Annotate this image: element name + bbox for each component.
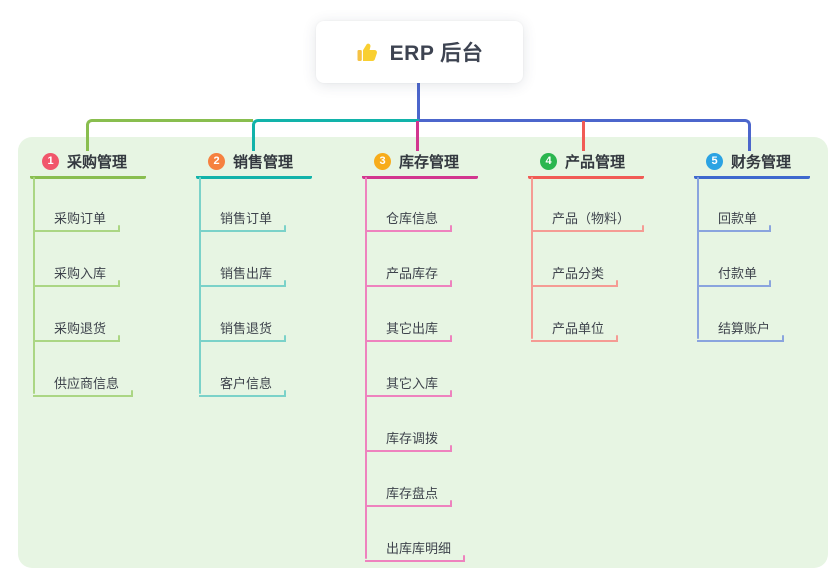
child-label: 产品分类 — [552, 266, 605, 281]
child-label: 产品单位 — [552, 321, 605, 336]
connector-drop-branch-4 — [582, 121, 585, 151]
branch-title[interactable]: 2 销售管理 — [196, 149, 312, 179]
line-end-tick — [118, 280, 121, 287]
child-node[interactable]: 供应商信息 — [33, 366, 134, 397]
child-label: 采购退货 — [54, 321, 107, 336]
child-label: 销售退货 — [220, 321, 273, 336]
child-node[interactable]: 产品单位 — [531, 311, 619, 342]
line-end-tick — [284, 335, 287, 342]
child-label: 回款单 — [718, 211, 758, 226]
root-node[interactable]: ERP 后台 — [316, 21, 523, 83]
child-node[interactable]: 库存调拨 — [365, 421, 453, 452]
child-node[interactable]: 采购退货 — [33, 311, 121, 342]
child-label: 仓库信息 — [386, 211, 439, 226]
branch-title[interactable]: 3 库存管理 — [362, 149, 478, 179]
line-end-tick — [616, 280, 619, 287]
child-label: 其它入库 — [386, 376, 439, 391]
line-end-tick — [782, 335, 785, 342]
child-node[interactable]: 产品（物料） — [531, 201, 645, 232]
child-node[interactable]: 采购入库 — [33, 256, 121, 287]
line-end-tick — [769, 225, 772, 232]
line-end-tick — [642, 225, 645, 232]
child-label: 采购订单 — [54, 211, 107, 226]
line-end-tick — [284, 225, 287, 232]
branch-number-badge: 5 — [706, 153, 723, 170]
child-node[interactable]: 结算账户 — [697, 311, 785, 342]
child-node[interactable]: 其它入库 — [365, 366, 453, 397]
branch-label: 财务管理 — [731, 154, 792, 171]
branch-children-connector — [365, 177, 367, 559]
thumbs-up-icon — [356, 40, 380, 64]
child-node[interactable]: 库存盘点 — [365, 476, 453, 507]
line-end-tick — [450, 225, 453, 232]
child-label: 出库库明细 — [386, 541, 452, 556]
branch-number-badge: 1 — [42, 153, 59, 170]
line-end-tick — [769, 280, 772, 287]
branch-title[interactable]: 1 采购管理 — [30, 149, 146, 179]
child-label: 产品（物料） — [552, 211, 631, 226]
branches-panel — [18, 137, 828, 568]
line-end-tick — [118, 225, 121, 232]
line-end-tick — [284, 280, 287, 287]
line-end-tick — [450, 390, 453, 397]
child-label: 销售出库 — [220, 266, 273, 281]
branch-label: 销售管理 — [233, 154, 294, 171]
child-label: 销售订单 — [220, 211, 273, 226]
branch-label: 库存管理 — [399, 154, 460, 171]
child-node[interactable]: 采购订单 — [33, 201, 121, 232]
connector-elbow-branch-5 — [419, 119, 751, 151]
connector-elbow-branch-1 — [86, 119, 253, 151]
child-label: 其它出库 — [386, 321, 439, 336]
child-node[interactable]: 其它出库 — [365, 311, 453, 342]
child-node[interactable]: 付款单 — [697, 256, 772, 287]
branch-4: 4 产品管理 产品（物料） 产品分类产品单位 — [528, 149, 645, 342]
branch-label: 采购管理 — [67, 154, 128, 171]
branch-1: 1 采购管理 采购订单采购入库采购退货供应商信息 — [30, 149, 146, 397]
line-end-tick — [450, 280, 453, 287]
line-end-tick — [450, 445, 453, 452]
child-node[interactable]: 产品分类 — [531, 256, 619, 287]
branch-title[interactable]: 5 财务管理 — [694, 149, 810, 179]
child-label: 客户信息 — [220, 376, 273, 391]
child-label: 付款单 — [718, 266, 758, 281]
branch-2: 2 销售管理 销售订单销售出库销售退货客户信息 — [196, 149, 312, 397]
child-label: 供应商信息 — [54, 376, 120, 391]
child-node[interactable]: 销售出库 — [199, 256, 287, 287]
connector-elbow-branch-2 — [252, 119, 419, 151]
branch-number-badge: 4 — [540, 153, 557, 170]
child-node[interactable]: 仓库信息 — [365, 201, 453, 232]
child-node[interactable]: 回款单 — [697, 201, 772, 232]
child-node[interactable]: 产品库存 — [365, 256, 453, 287]
child-node[interactable]: 出库库明细 — [365, 531, 466, 562]
child-label: 采购入库 — [54, 266, 107, 281]
line-end-tick — [616, 335, 619, 342]
branch-number-badge: 3 — [374, 153, 391, 170]
branch-children-connector — [531, 177, 533, 339]
child-label: 库存盘点 — [386, 486, 439, 501]
connector-drop-branch-3 — [416, 121, 419, 151]
branch-3: 3 库存管理 仓库信息产品库存其它出库其它入库库存调拨库存盘点出库库明细 — [362, 149, 478, 562]
child-node[interactable]: 销售订单 — [199, 201, 287, 232]
branch-number-badge: 2 — [208, 153, 225, 170]
line-end-tick — [463, 555, 466, 562]
branch-label: 产品管理 — [565, 154, 626, 171]
root-stem-connector — [417, 83, 420, 121]
line-end-tick — [284, 390, 287, 397]
child-label: 库存调拨 — [386, 431, 439, 446]
line-end-tick — [118, 335, 121, 342]
branch-title[interactable]: 4 产品管理 — [528, 149, 644, 179]
branch-5: 5 财务管理 回款单付款单结算账户 — [694, 149, 810, 342]
root-label: ERP 后台 — [389, 42, 484, 65]
child-node[interactable]: 销售退货 — [199, 311, 287, 342]
line-end-tick — [131, 390, 134, 397]
branch-children-connector — [697, 177, 699, 339]
child-node[interactable]: 客户信息 — [199, 366, 287, 397]
line-end-tick — [450, 500, 453, 507]
child-label: 产品库存 — [386, 266, 439, 281]
child-label: 结算账户 — [718, 321, 771, 336]
line-end-tick — [450, 335, 453, 342]
